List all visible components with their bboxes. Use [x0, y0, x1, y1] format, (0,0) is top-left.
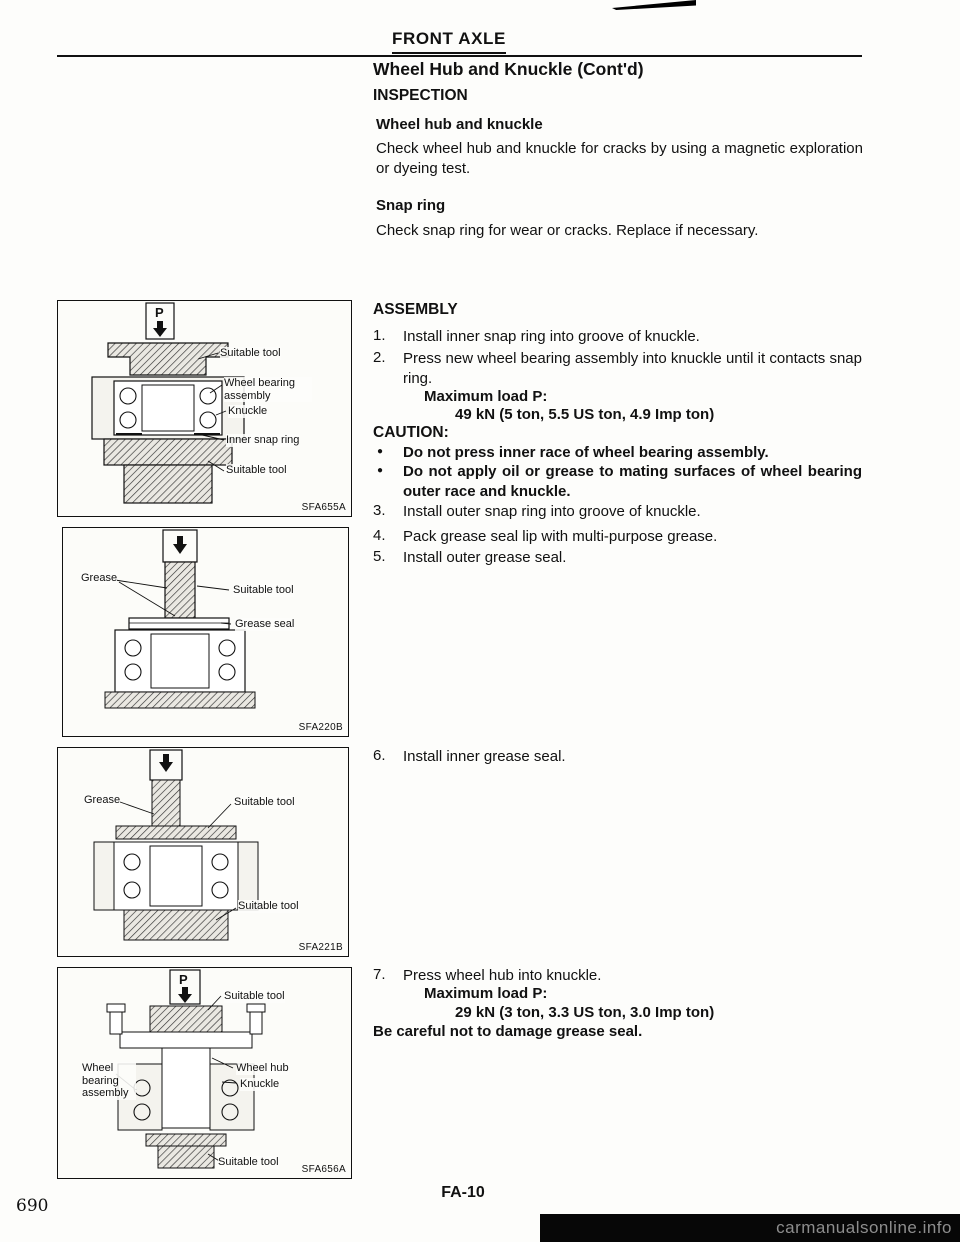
step-text: Install inner snap ring into groove of k…: [403, 328, 700, 345]
press-ram: [149, 749, 183, 781]
press-tool: [149, 1005, 223, 1033]
down-arrow-icon: [173, 536, 187, 554]
section-header: FRONT AXLE: [392, 29, 506, 54]
press-force-label: P: [155, 305, 164, 320]
snap-ring-heading: Snap ring: [376, 197, 446, 214]
figure-label: Wheel hub: [236, 1062, 289, 1075]
down-arrow-icon: [159, 754, 173, 772]
figure-code: SFA656A: [301, 1164, 346, 1175]
figure-label: Suitable tool: [233, 584, 294, 597]
press-tool: [164, 561, 196, 619]
step-text: Pack grease seal lip with multi-purpose …: [403, 528, 718, 545]
figure-code: SFA221B: [298, 942, 343, 953]
figure-label: Wheel bearing assembly: [224, 377, 312, 402]
press-tool: [107, 342, 229, 376]
step-number: 2.: [373, 349, 386, 366]
page-title: Wheel Hub and Knuckle (Cont'd): [373, 59, 644, 79]
press-ram: [162, 529, 198, 563]
assembly-heading: ASSEMBLY: [373, 301, 458, 318]
knuckle-and-bearing: [93, 841, 259, 911]
figure-press-bearing: P: [57, 300, 352, 517]
support-tool: [123, 909, 229, 941]
knuckle-and-bearing: [91, 376, 245, 440]
press-ram: P: [145, 302, 175, 340]
figure-inner-grease-seal: Grease Suitable tool Suitable tool SFA22…: [57, 747, 349, 957]
figure-label: Suitable tool: [226, 464, 287, 477]
support-tool: [145, 1133, 227, 1169]
snap-ring-body: Check snap ring for wear or cracks. Repl…: [376, 222, 759, 239]
bearing-housing: [114, 629, 246, 693]
figure-outer-grease-seal: Grease Suitable tool Grease seal SFA220B: [62, 527, 349, 737]
step-number: 3.: [373, 502, 386, 519]
press-force-label: P: [179, 972, 188, 987]
wheel-hub: [106, 1003, 266, 1129]
press-tool-column: [151, 779, 181, 827]
figure-drawing: P: [91, 302, 245, 504]
header-rule: [57, 55, 862, 57]
caution-item: Do not apply oil or grease to mating sur…: [403, 463, 862, 500]
figure-label: Grease seal: [235, 618, 295, 631]
inspection-heading: INSPECTION: [373, 87, 468, 104]
bullet-icon: ●: [377, 446, 384, 457]
step-text: Install inner grease seal.: [403, 748, 566, 765]
step-number: 7.: [373, 966, 386, 983]
step-number: 5.: [373, 548, 386, 565]
caution-item-row: ● Do not press inner race of wheel beari…: [0, 443, 960, 463]
bullet-icon: ●: [377, 465, 384, 476]
watermark: carmanualsonline.info: [540, 1214, 960, 1242]
figure-label: Knuckle: [228, 405, 268, 418]
caution-heading: CAUTION:: [373, 424, 449, 441]
press-tool-plate: [115, 825, 237, 840]
figure-label: Suitable tool: [218, 1156, 279, 1169]
book-page-number: 690: [16, 1196, 49, 1216]
step-number: 4.: [373, 527, 386, 544]
down-arrow-icon: [153, 321, 167, 337]
press-ram: P: [169, 969, 201, 1005]
wheel-hub-heading: Wheel hub and knuckle: [376, 116, 543, 133]
figure-label: Inner snap ring: [226, 434, 300, 447]
step-text: Install outer grease seal.: [403, 549, 567, 566]
step-number: 6.: [373, 747, 386, 764]
max-load-value: 49 kN (5 ton, 5.5 US ton, 4.9 Imp ton): [455, 406, 715, 423]
figure-label: Knuckle: [240, 1078, 280, 1091]
max-load-value: 29 kN (3 ton, 3.3 US ton, 3.0 Imp ton): [455, 1004, 715, 1021]
figure-drawing: [104, 529, 256, 709]
step-text: Install outer snap ring into groove of k…: [403, 503, 701, 520]
figure-label: Suitable tool: [234, 796, 295, 809]
support-base: [104, 691, 256, 709]
scan-artifact-mark: [612, 0, 696, 10]
down-arrow-icon: [178, 987, 192, 1003]
step-text: Press wheel hub into knuckle.: [403, 967, 602, 984]
figure-label: Grease: [81, 572, 118, 585]
figure-press-hub: P: [57, 967, 352, 1179]
page-code: FA-10: [441, 1184, 485, 1201]
max-load-label: Maximum load P:: [424, 388, 548, 405]
wheel-hub-body: Check wheel hub and knuckle for cracks b…: [376, 140, 863, 177]
care-note: Be careful not to damage grease seal.: [373, 1023, 643, 1040]
grease-seal: [128, 617, 230, 630]
figure-drawing: P: [106, 969, 266, 1169]
step-text: Press new wheel bearing assembly into kn…: [403, 350, 862, 387]
figure-label: Wheel bearing assembly: [82, 1062, 136, 1100]
figure-code: SFA220B: [298, 722, 343, 733]
step-number: 1.: [373, 327, 386, 344]
max-load-label: Maximum load P:: [424, 985, 548, 1002]
figure-drawing: [93, 749, 259, 941]
caution-item: Do not press inner race of wheel bearing…: [403, 444, 769, 461]
figure-label: Suitable tool: [224, 990, 285, 1003]
figure-label: Grease: [84, 794, 121, 807]
caution-item-row: ● Do not apply oil or grease to mating s…: [0, 462, 960, 502]
support-tool: [103, 438, 233, 504]
figure-label: Suitable tool: [220, 347, 281, 360]
figure-code: SFA655A: [301, 502, 346, 513]
figure-label: Suitable tool: [238, 900, 299, 913]
